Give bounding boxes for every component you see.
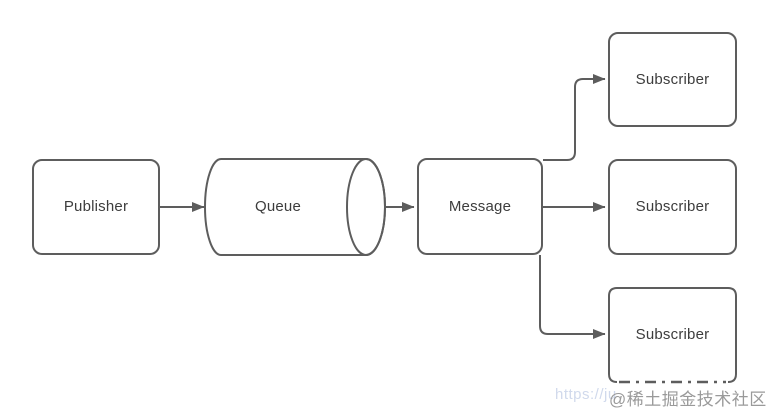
subscriber-top-node-shape xyxy=(608,32,737,127)
queue-node-shape xyxy=(204,158,386,256)
subscriber-middle-node-shape xyxy=(608,159,737,255)
edge-message-to-subscriber-bottom xyxy=(539,255,606,339)
edge-message-to-subscriber-top xyxy=(543,74,606,161)
publisher-node-shape xyxy=(32,159,160,255)
queue-cylinder-end-cap xyxy=(346,158,386,256)
subscriber-bottom-node-shape xyxy=(608,287,737,383)
watermark-community-text: @稀土掘金技术社区 xyxy=(609,390,767,409)
watermark-url-text: https://ju xyxy=(555,386,617,403)
message-node-shape xyxy=(417,158,543,255)
